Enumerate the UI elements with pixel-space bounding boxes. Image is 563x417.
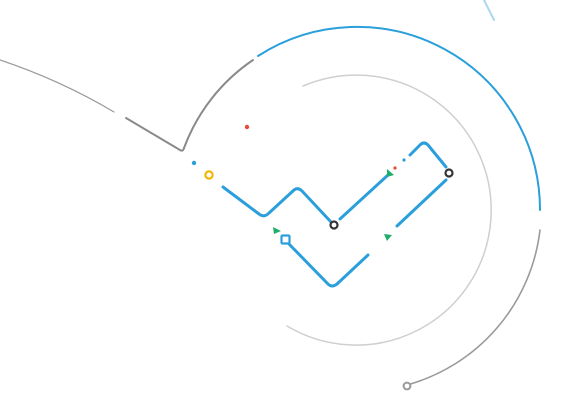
dark-ring-node-right bbox=[444, 168, 454, 178]
dark-ring-node-center bbox=[329, 220, 339, 230]
checkmark-upper-segment bbox=[221, 185, 333, 224]
accent-diagonal-stroke bbox=[483, 0, 495, 21]
blue-dot-small bbox=[402, 158, 406, 162]
inner-circle-arc-upper bbox=[286, 74, 492, 346]
outer-arc-gray-end bbox=[406, 229, 541, 386]
red-dot-marker bbox=[244, 124, 250, 130]
blue-square-node bbox=[280, 234, 291, 245]
blue-dot-marker bbox=[191, 160, 197, 166]
red-dot-small bbox=[393, 166, 397, 170]
yellow-ring-node bbox=[204, 170, 214, 180]
gray-ring-terminal bbox=[402, 381, 412, 391]
checkmark-lower-segment bbox=[287, 242, 370, 288]
incoming-gray-connector bbox=[125, 117, 185, 152]
green-triangle-marker-top bbox=[387, 169, 394, 177]
green-triangle-marker-right bbox=[384, 234, 392, 241]
incoming-gray-curve bbox=[0, 59, 115, 113]
checkmark-descending-segment bbox=[395, 178, 448, 228]
outer-arc-gray-start bbox=[183, 59, 254, 149]
checkmark-right-segment bbox=[338, 173, 390, 221]
green-triangle-marker-left bbox=[273, 227, 281, 234]
outer-arc-blue bbox=[257, 25, 541, 211]
checkmark-peak-segment bbox=[408, 141, 448, 169]
